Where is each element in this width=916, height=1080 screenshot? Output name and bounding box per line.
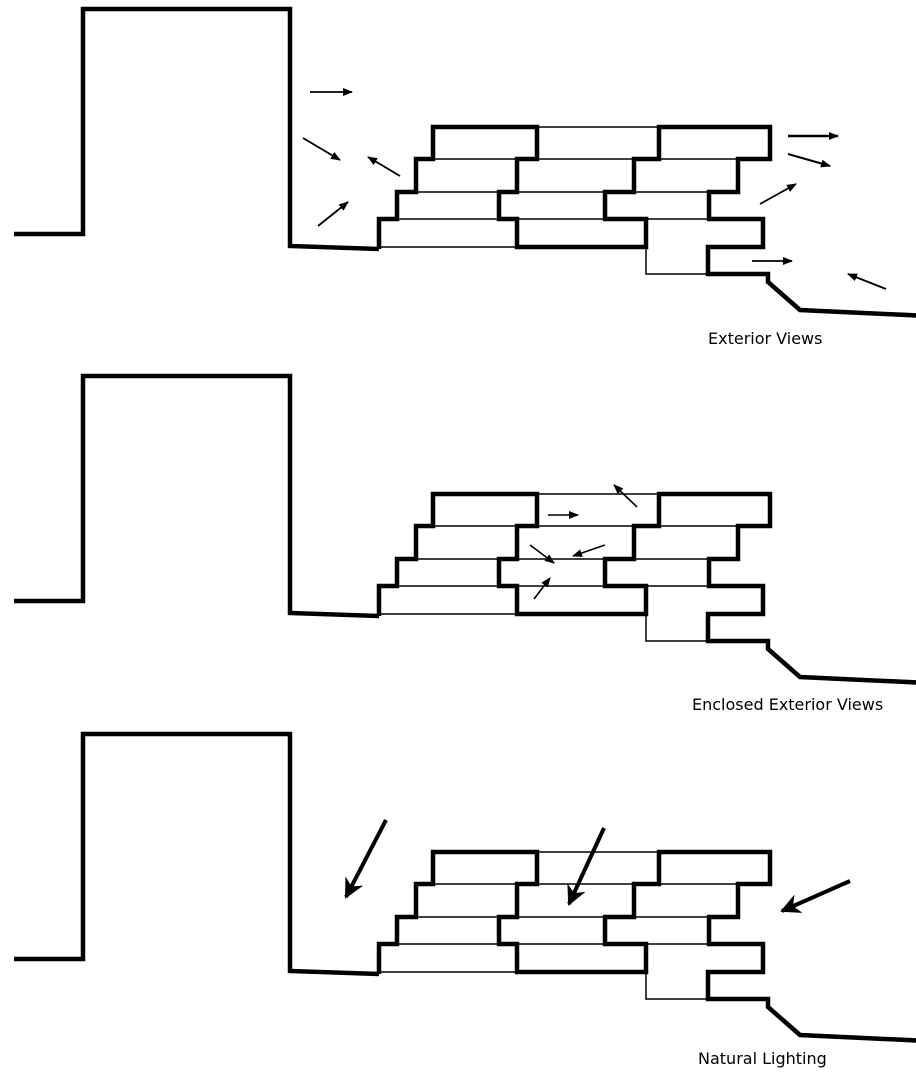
view-arrows <box>302 88 887 290</box>
view-arrows <box>529 484 638 600</box>
light-arrows <box>344 819 851 913</box>
arrow-icon <box>317 201 349 227</box>
arrow-icon <box>533 577 551 600</box>
panel-enclosed-exterior-views <box>14 376 916 683</box>
arrow-icon <box>787 152 831 168</box>
arrow-icon <box>847 273 887 290</box>
arrow-icon <box>302 137 341 161</box>
arrow-icon <box>780 879 851 913</box>
building-section <box>14 9 916 316</box>
caption-natural-lighting: Natural Lighting <box>698 1049 827 1068</box>
building-section <box>14 376 916 683</box>
arrow-icon <box>759 183 797 205</box>
caption-enclosed-exterior-views: Enclosed Exterior Views <box>692 695 884 714</box>
arrow-icon <box>367 156 401 177</box>
arrow-icon <box>572 544 606 557</box>
caption-exterior-views: Exterior Views <box>708 329 823 348</box>
arrow-icon <box>344 819 388 899</box>
arrow-icon <box>613 484 638 508</box>
arrow-icon <box>529 544 555 564</box>
building-section <box>14 734 916 1041</box>
panel-exterior-views <box>14 9 916 316</box>
panel-natural-lighting <box>14 734 916 1041</box>
arrow-icon <box>567 827 606 906</box>
